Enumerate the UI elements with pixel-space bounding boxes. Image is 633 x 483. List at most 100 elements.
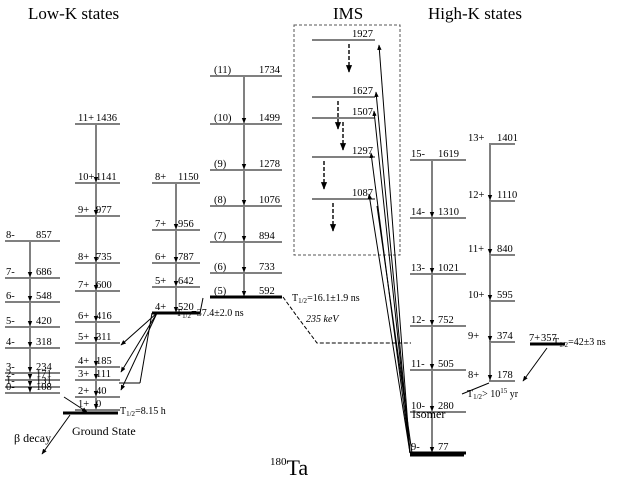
band-k5: (5)592(6)733(7)894(8)1076(9)1278(10)1499…: [210, 65, 282, 299]
spin-label-k1-7: 7-: [6, 267, 15, 278]
spin-label-k8-1: 9+: [468, 331, 479, 342]
excitation-1627: [374, 91, 411, 454]
energy-label-k2-0: 0: [96, 399, 101, 410]
halflife-k5: T1/2=16.1±1.9 ns: [292, 293, 360, 305]
spin-label-k9-3: 12-: [411, 315, 426, 326]
k5-link: [199, 297, 204, 314]
spin-label-k9-2: 11-: [411, 359, 425, 370]
spin-label-k8-3: 11+: [468, 244, 484, 255]
halflife-k7: T1/2=42±3 ns: [553, 337, 606, 349]
energy-label-ims-1: 1297: [352, 146, 373, 157]
spin-label-k5-0: (5): [214, 286, 227, 297]
halflife-k4: T1/2=37.4±2.0 ns: [176, 308, 244, 320]
spin-label-k4-0: 4+: [155, 302, 166, 313]
energy-label-k9-0: 77: [438, 442, 449, 453]
energy-label-ims-2: 1507: [352, 107, 373, 118]
transition-k8-to-isomer: [461, 382, 490, 395]
energy-label-k4-4: 1150: [178, 172, 199, 183]
spin-label-k1-5: 5-: [6, 316, 15, 327]
spin-label-k7-0: 7+: [529, 333, 540, 344]
transition-k1-to-ground: [63, 396, 88, 413]
spin-label-k9-5: 14-: [411, 207, 426, 218]
spin-label-k9-4: 13-: [411, 263, 426, 274]
excitation-1927: [377, 44, 411, 454]
energy-label-k9-3: 752: [438, 315, 454, 326]
energy-label-k2-1: 40: [96, 386, 107, 397]
inter-band-transitions: [41, 44, 548, 457]
energy-label-k5-4: 1278: [259, 159, 280, 170]
energy-label-k1-1: 131: [36, 376, 52, 387]
beta-decay-label: β decay: [14, 431, 51, 445]
energy-label-k4-3: 956: [178, 219, 194, 230]
energy-label-ims-4: 1927: [352, 29, 373, 40]
spin-label-k8-2: 10+: [468, 290, 485, 301]
spin-label-k1-4: 4-: [6, 337, 15, 348]
energy-label-k5-2: 894: [259, 231, 276, 242]
energy-label-k5-5: 1499: [259, 113, 280, 124]
transition-k4-185: [120, 312, 158, 373]
energy-label-k9-6: 1619: [438, 149, 459, 160]
energy-label-k8-1: 374: [497, 331, 514, 342]
energy-label-k2-2: 111: [96, 369, 111, 380]
energy-label-k1-6: 548: [36, 291, 52, 302]
spin-label-k9-6: 15-: [411, 149, 426, 160]
energy-label-k5-3: 1076: [259, 195, 280, 206]
energy-label-k7-0: 357: [541, 333, 557, 344]
energy-label-k2-3: 185: [96, 356, 112, 367]
energy-label-k2-5: 416: [96, 311, 112, 322]
spin-label-k2-7: 8+: [78, 252, 89, 263]
isomer-label: Isomer: [412, 407, 445, 421]
spin-label-k2-9: 10+: [78, 172, 95, 183]
transition-note-235: 235 keV: [306, 314, 340, 325]
spin-label-k1-3: 3-: [6, 362, 15, 373]
transition-k4-311: [120, 312, 158, 346]
heading-low-k: Low-K states: [28, 4, 119, 23]
ground-state-label: Ground State: [72, 424, 136, 438]
heading-ims: IMS: [333, 4, 363, 23]
energy-label-k5-1: 733: [259, 262, 275, 273]
spin-label-k2-8: 9+: [78, 205, 89, 216]
heading-high-k: High-K states: [428, 4, 522, 23]
energy-label-k1-5: 420: [36, 316, 52, 327]
energy-label-k2-4: 311: [96, 332, 111, 343]
spin-label-k2-3: 4+: [78, 356, 89, 367]
spin-label-k2-0: 1+: [78, 399, 89, 410]
energy-label-k2-6: 600: [96, 280, 112, 291]
energy-label-k2-7: 735: [96, 252, 112, 263]
excitation-extra: [376, 205, 413, 454]
ims-box: [293, 24, 401, 256]
energy-label-k1-7: 686: [36, 267, 52, 278]
spin-label-k2-1: 2+: [78, 386, 89, 397]
spin-label-k2-5: 6+: [78, 311, 89, 322]
spin-label-k2-2: 3+: [78, 369, 89, 380]
spin-label-k5-2: (7): [214, 231, 227, 242]
spin-label-k8-4: 12+: [468, 190, 485, 201]
spin-label-k1-6: 6-: [6, 291, 15, 302]
transition-k4-111: [120, 312, 158, 391]
energy-label-k8-0: 178: [497, 370, 513, 381]
energy-label-k8-3: 840: [497, 244, 513, 255]
energy-label-k2-9: 1141: [96, 172, 117, 183]
energy-label-k4-0: 520: [178, 302, 194, 313]
energy-label-k9-4: 1021: [438, 263, 459, 274]
spin-label-k5-4: (9): [214, 159, 227, 170]
transition-235kev: [282, 296, 411, 344]
energy-label-k9-5: 1310: [438, 207, 459, 218]
energy-label-k1-2: 171: [36, 369, 52, 380]
spin-label-k2-4: 5+: [78, 332, 89, 343]
energy-label-k8-4: 1110: [497, 190, 517, 201]
spin-label-k4-3: 7+: [155, 219, 166, 230]
energy-label-k4-1: 642: [178, 276, 194, 287]
spin-label-k2-6: 7+: [78, 280, 89, 291]
energy-label-ims-3: 1627: [352, 86, 373, 97]
energy-label-k5-0: 592: [259, 286, 275, 297]
spin-label-k5-6: (11): [214, 65, 232, 76]
energy-label-k4-2: 787: [178, 252, 194, 263]
energy-label-k8-5: 1401: [497, 133, 518, 144]
beta-decay-arrow: [41, 414, 71, 455]
spin-label-k9-0: 9-: [411, 442, 420, 453]
spin-label-k5-5: (10): [214, 113, 232, 124]
